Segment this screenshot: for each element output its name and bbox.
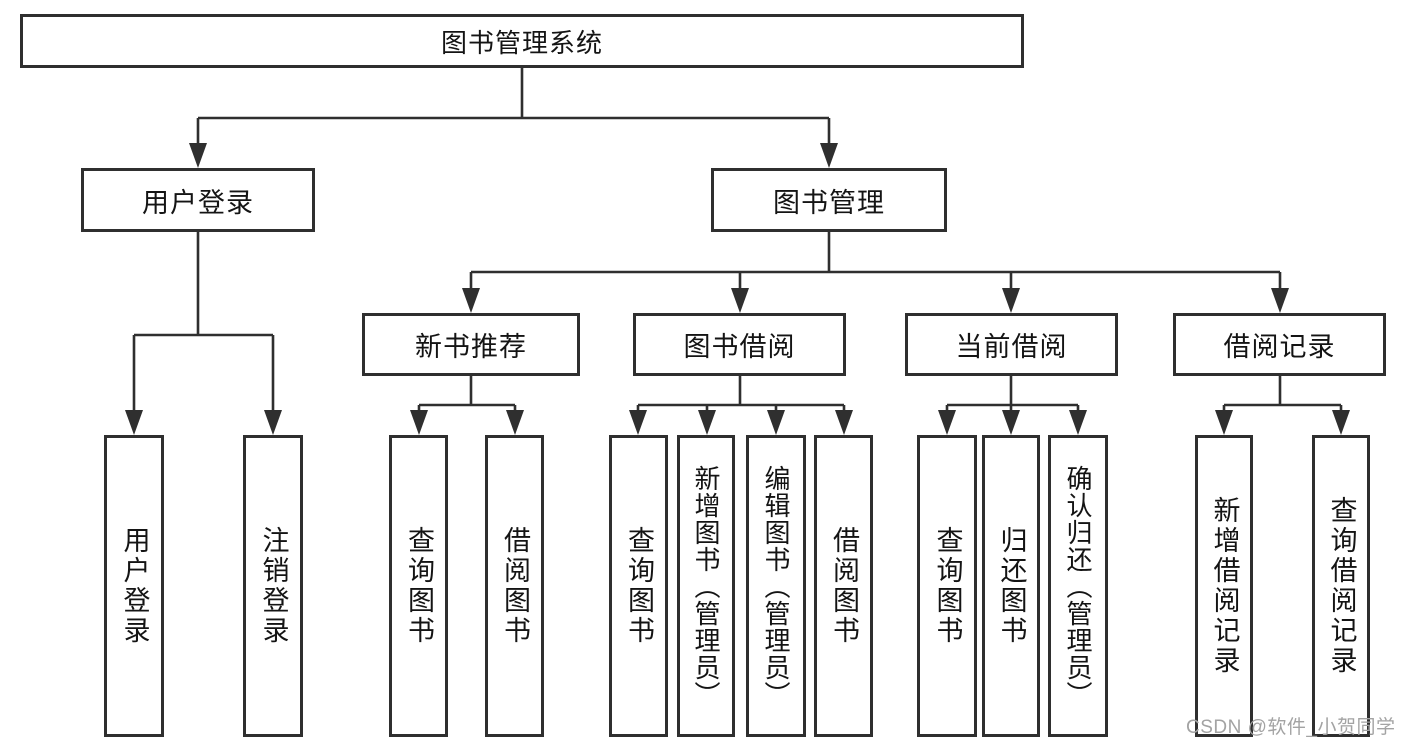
node-label: 确认归还（管理员） <box>1063 464 1093 708</box>
leaf-records-query-record: 查询借阅记录 <box>1312 435 1370 737</box>
node-label: 新书推荐 <box>415 332 527 362</box>
leaf-recommend-borrow-books: 借阅图书 <box>485 435 544 737</box>
node-label: 编辑图书（管理员） <box>761 464 791 708</box>
branch-borrow-records <box>1222 376 1343 412</box>
node-label: 当前借阅 <box>955 332 1068 362</box>
arrow-icon <box>938 410 956 435</box>
leaf-records-add-record: 新增借阅记录 <box>1195 435 1253 737</box>
node-label: 查询图书 <box>932 526 963 646</box>
branch-root <box>196 68 831 145</box>
node-label: 归还图书 <box>996 526 1027 646</box>
node-label: 查询借阅记录 <box>1326 496 1357 676</box>
arrow-icon <box>410 410 428 435</box>
node-label: 图书管理系统 <box>440 27 603 58</box>
node-label: 图书借阅 <box>683 332 796 362</box>
branch-book-management <box>469 232 1282 290</box>
node-label: 借阅图书 <box>500 526 530 646</box>
node-label: 查询图书 <box>624 526 654 646</box>
node-label: 借阅图书 <box>829 526 859 646</box>
node-label: 注销登录 <box>258 526 289 646</box>
arrow-icon <box>1215 410 1233 435</box>
branch-current-borrow <box>945 376 1080 412</box>
arrow-icon <box>125 410 143 435</box>
node-book-management: 图书管理 <box>711 168 947 232</box>
node-label: 用户登录 <box>142 187 254 218</box>
leaf-recommend-query-books: 查询图书 <box>389 435 448 737</box>
node-user-login: 用户登录 <box>81 168 315 232</box>
arrow-icon <box>1332 410 1350 435</box>
branch-user-login <box>132 232 275 412</box>
arrow-icon <box>189 143 207 168</box>
arrow-icon <box>820 143 838 168</box>
arrow-icon <box>1002 410 1020 435</box>
arrow-icon <box>835 410 853 435</box>
leaf-user-login: 用户登录 <box>104 435 164 737</box>
leaf-current-return-books: 归还图书 <box>982 435 1040 737</box>
node-current-borrow: 当前借阅 <box>905 313 1118 376</box>
leaf-borrow-query-books: 查询图书 <box>609 435 668 737</box>
arrow-icon <box>698 410 716 435</box>
arrow-icon <box>767 410 785 435</box>
arrow-icon <box>264 410 282 435</box>
node-label: 借阅记录 <box>1223 332 1336 362</box>
leaf-current-query-books: 查询图书 <box>917 435 977 737</box>
node-label: 用户登录 <box>119 526 150 646</box>
branch-new-book-recommend <box>417 376 517 412</box>
arrow-icon <box>462 288 480 313</box>
arrow-icon <box>1271 288 1289 313</box>
csdn-watermark: CSDN @软件_小贺同学 <box>1186 717 1396 738</box>
node-label: 新增借阅记录 <box>1209 496 1240 676</box>
arrow-icon <box>731 288 749 313</box>
leaf-borrow-borrow-books: 借阅图书 <box>814 435 873 737</box>
leaf-logout-login: 注销登录 <box>243 435 303 737</box>
node-label: 图书管理 <box>773 187 885 218</box>
arrow-icon <box>506 410 524 435</box>
node-label: 查询图书 <box>404 526 434 646</box>
arrow-icon <box>1069 410 1087 435</box>
branch-book-borrow <box>636 376 846 412</box>
node-label: 新增图书（管理员） <box>691 464 721 708</box>
node-book-borrow: 图书借阅 <box>633 313 846 376</box>
node-root: 图书管理系统 <box>20 14 1024 68</box>
leaf-borrow-add-books-admin: 新增图书（管理员） <box>677 435 735 737</box>
arrow-icon <box>629 410 647 435</box>
arrowheads <box>125 143 1350 435</box>
leaf-current-confirm-return-admin: 确认归还（管理员） <box>1048 435 1108 737</box>
leaf-borrow-edit-books-admin: 编辑图书（管理员） <box>746 435 806 737</box>
arrow-icon <box>1002 288 1020 313</box>
node-borrow-records: 借阅记录 <box>1173 313 1386 376</box>
node-new-book-recommend: 新书推荐 <box>362 313 580 376</box>
